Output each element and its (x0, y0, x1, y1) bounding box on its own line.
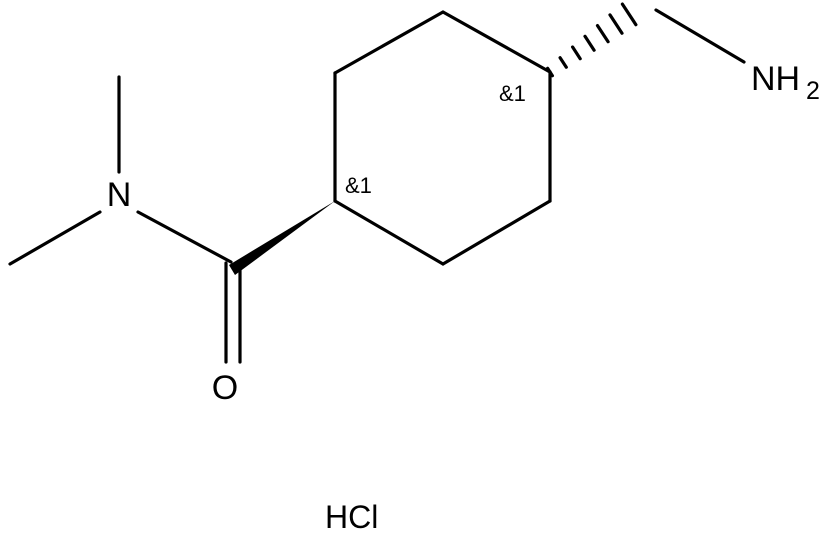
hashed-wedge-bond (545, 2, 638, 78)
ring-bond-c6-c5 (441, 199, 552, 266)
solid-wedge-bond (229, 201, 335, 275)
stereo-label-c1: &1 (345, 173, 372, 198)
ring-bond-c3-c2 (333, 10, 445, 75)
salt-label: HCl (325, 499, 378, 535)
cyclohexane-ring (333, 10, 552, 266)
bond-carbonyl-amide-n (136, 210, 233, 264)
bond-ch2-amine (654, 8, 746, 64)
stereo-label-c4: &1 (499, 81, 526, 106)
carbonyl-oxygen-label: O (212, 369, 238, 407)
ring-bond-c4-c3 (441, 10, 552, 74)
amide-nitrogen-label: N (107, 176, 132, 214)
amine-hydrogen-subscript: 2 (806, 77, 820, 105)
ring-bond-c1-c6 (333, 199, 445, 266)
carbonyl-double-bond (224, 261, 242, 364)
bond-n-methyl-left (8, 210, 102, 266)
amine-nitrogen-label: NH (751, 60, 800, 98)
